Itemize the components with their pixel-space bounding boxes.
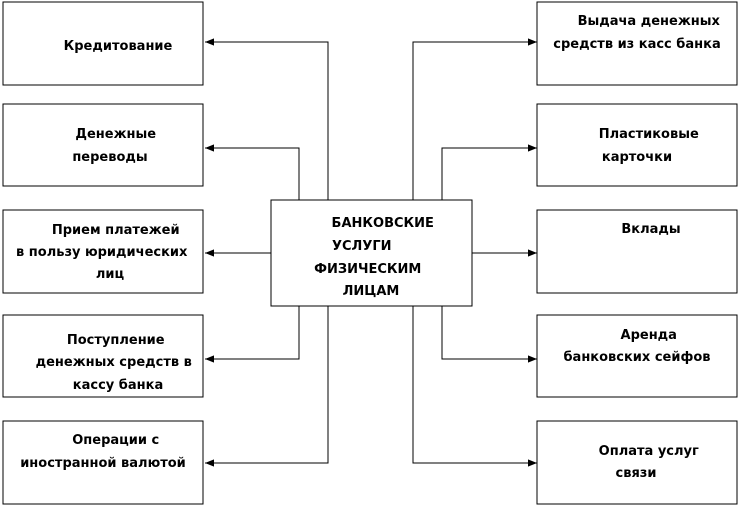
node-box-left-5 <box>2 420 204 505</box>
connector-left-4 <box>205 306 300 363</box>
node-label-right-4: Аренда банковских сейфов <box>563 328 710 365</box>
connector-left-2 <box>205 144 300 200</box>
node-box-right-3 <box>536 209 738 294</box>
connector-right-5 <box>412 306 537 467</box>
node-label-left-2: Денежные переводы <box>72 127 160 165</box>
node-label-right-5: Оплата услуг связи <box>599 444 704 481</box>
left-nodes: Кредитование Денежные переводы Прием пла… <box>2 1 204 505</box>
center-node: БАНКОВСКИЕ УСЛУГИ ФИЗИЧЕСКИМ ЛИЦАМ <box>270 199 473 307</box>
node-label-left-3: Прием платежей в пользу юридических лиц <box>16 223 192 282</box>
node-box-left-1 <box>2 1 204 86</box>
node-box-right-2 <box>536 103 738 187</box>
node-box-right-5 <box>536 420 738 505</box>
node-label-right-2: Пластиковые карточки <box>599 127 704 165</box>
node-label-left-4: Поступление денежных средств в кассу бан… <box>36 333 197 393</box>
node-box-right-1 <box>536 1 738 86</box>
center-box <box>270 199 473 307</box>
connector-right-4 <box>441 306 537 363</box>
node-box-right-4 <box>536 314 738 398</box>
connector-left-5 <box>205 306 329 467</box>
node-box-left-4 <box>2 314 204 398</box>
connector-right-1 <box>412 38 537 200</box>
node-box-left-3 <box>2 209 204 294</box>
node-label-right-3: Вклады <box>621 222 680 237</box>
right-nodes: Выдача денежных средств из касс банка Пл… <box>536 1 738 505</box>
connectors <box>205 38 537 467</box>
connector-right-2 <box>441 144 537 200</box>
node-label-left-5: Операции с иностранной валютой <box>20 433 186 471</box>
node-label-left-1: Кредитование <box>64 39 173 54</box>
node-clip-left-4: Поступление денежных средств в кассу бан… <box>36 333 197 393</box>
node-label-right-1: Выдача денежных средств из касс банка <box>553 14 724 52</box>
node-box-left-2 <box>2 103 204 187</box>
center-label: БАНКОВСКИЕ УСЛУГИ ФИЗИЧЕСКИМ ЛИЦАМ <box>314 216 438 299</box>
connector-left-1 <box>205 38 329 200</box>
